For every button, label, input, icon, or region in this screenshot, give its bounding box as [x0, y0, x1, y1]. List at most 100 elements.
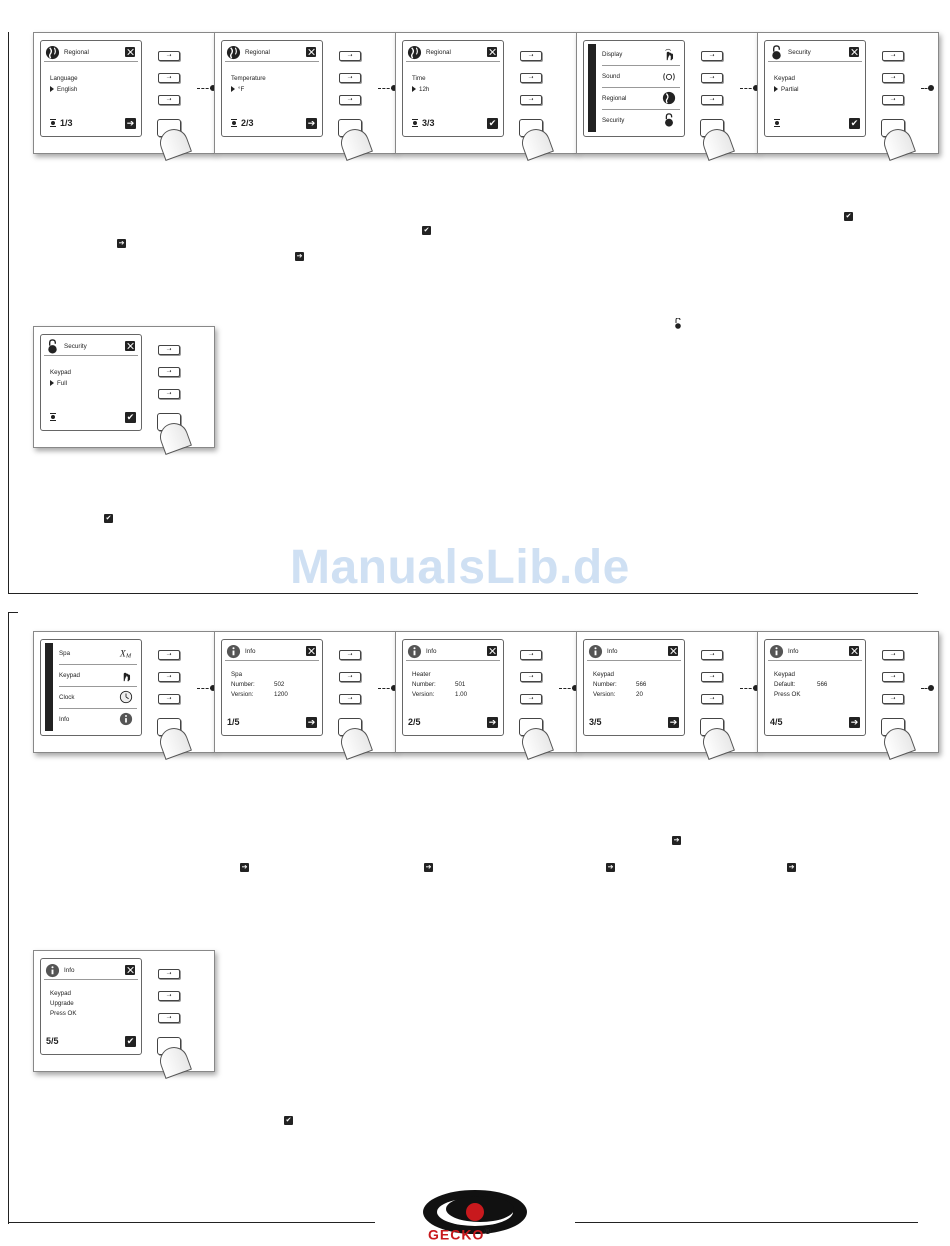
info-line-3-label: Version:	[231, 691, 254, 698]
keypad-button-2[interactable]: ➝	[520, 73, 542, 83]
next-arrow-icon[interactable]: ➔	[849, 717, 860, 728]
keypad-button-3[interactable]: ➝	[339, 694, 361, 704]
keypad-button-3[interactable]: ➝	[520, 95, 542, 105]
keypad-button-2[interactable]: ➝	[701, 73, 723, 83]
menu-item-security[interactable]: Security	[602, 110, 680, 131]
next-arrow-icon: ➔	[424, 863, 433, 872]
keypad-panel-info-5: Info Keypad Upgrade Press OK 5/5 ✔ ➝ ➝ ➝	[33, 950, 215, 1079]
keypad-button-1[interactable]: ➝	[701, 51, 723, 61]
page-indicator: 1/3	[50, 118, 73, 128]
checkmark-icon[interactable]: ✔	[125, 412, 136, 423]
keypad-button-3[interactable]: ➝	[701, 694, 723, 704]
info-line-3-label: Press OK	[774, 691, 801, 698]
info-line-3-value: 1.00	[455, 691, 468, 698]
keypad-panel-security-partial: Security Keypad Partial ✔ ➝ ➝ ➝	[757, 32, 939, 161]
keypad-button-1[interactable]: ➝	[339, 650, 361, 660]
hand-touch-icon	[123, 672, 131, 682]
page-indicator	[774, 118, 784, 128]
keypad-button-1[interactable]: ➝	[520, 650, 542, 660]
close-icon[interactable]	[487, 646, 497, 656]
setting-value[interactable]: Partial	[774, 86, 799, 93]
screen-title: Info	[607, 648, 618, 655]
keypad-button-1[interactable]: ➝	[158, 650, 180, 660]
left-border-bottom	[8, 612, 9, 1224]
lcd-screen: Regional Language English 1/3 ➔	[40, 40, 142, 137]
keypad-button-2[interactable]: ➝	[339, 672, 361, 682]
keypad-button-1[interactable]: ➝	[882, 51, 904, 61]
close-icon[interactable]	[125, 341, 135, 351]
keypad-button-1[interactable]: ➝	[339, 51, 361, 61]
menu-item-info[interactable]: Info	[59, 709, 137, 730]
next-arrow-icon[interactable]: ➔	[306, 717, 317, 728]
screen-header: Regional	[225, 44, 319, 62]
menu-item-sound[interactable]: Sound	[602, 66, 680, 88]
close-icon[interactable]	[306, 646, 316, 656]
keypad-panel-time: Regional Time 12h 3/3 ✔ ➝ ➝ ➝	[395, 32, 577, 161]
keypad-button-3[interactable]: ➝	[158, 694, 180, 704]
menu-item-regional[interactable]: Regional	[602, 88, 680, 110]
next-arrow-icon[interactable]: ➔	[487, 717, 498, 728]
keypad-button-2[interactable]: ➝	[158, 73, 180, 83]
next-arrow-icon[interactable]: ➔	[125, 118, 136, 129]
keypad-button-3[interactable]: ➝	[158, 95, 180, 105]
menu-item-clock[interactable]: Clock	[59, 687, 137, 709]
keypad-button-1[interactable]: ➝	[701, 650, 723, 660]
info-line-3-label: Version:	[412, 691, 435, 698]
keypad-button-3[interactable]: ➝	[882, 95, 904, 105]
globe-icon	[407, 45, 422, 60]
step-connector	[921, 85, 934, 91]
next-arrow-icon[interactable]: ➔	[668, 717, 679, 728]
close-icon[interactable]	[668, 646, 678, 656]
keypad-button-1[interactable]: ➝	[158, 969, 180, 979]
info-line-1: Spa	[231, 671, 243, 678]
keypad-button-2[interactable]: ➝	[158, 672, 180, 682]
triangle-right-icon	[774, 86, 778, 93]
keypad-button-2[interactable]: ➝	[882, 73, 904, 83]
setting-value[interactable]: Full	[50, 380, 67, 387]
setting-value[interactable]: English	[50, 86, 77, 93]
checkmark-icon[interactable]: ✔	[849, 118, 860, 129]
padlock-icon	[665, 113, 673, 127]
keypad-button-2[interactable]: ➝	[339, 73, 361, 83]
left-border-top	[8, 32, 9, 594]
screen-title: Regional	[245, 49, 270, 56]
checkmark-icon: ✔	[844, 212, 853, 221]
keypad-button-3[interactable]: ➝	[701, 95, 723, 105]
keypad-button-2[interactable]: ➝	[158, 991, 180, 1001]
keypad-button-1[interactable]: ➝	[158, 345, 180, 355]
close-icon[interactable]	[125, 965, 135, 975]
checkmark-icon[interactable]: ✔	[487, 118, 498, 129]
setting-value[interactable]: 12h	[412, 86, 429, 93]
keypad-button-3[interactable]: ➝	[158, 1013, 180, 1023]
keypad-button-2[interactable]: ➝	[520, 672, 542, 682]
info-line-2-value: 501	[455, 681, 466, 688]
close-icon[interactable]	[849, 47, 859, 57]
keypad-buttons: ➝ ➝ ➝	[156, 632, 208, 760]
checkmark-icon[interactable]: ✔	[125, 1036, 136, 1047]
keypad-button-3[interactable]: ➝	[882, 694, 904, 704]
close-icon[interactable]	[849, 646, 859, 656]
keypad-button-1[interactable]: ➝	[882, 650, 904, 660]
setting-value[interactable]: °F	[231, 86, 244, 93]
lcd-screen: Regional Temperature °F 2/3 ➔	[221, 40, 323, 137]
screen-title: Security	[788, 49, 811, 56]
setting-label: Keypad	[774, 75, 795, 82]
next-arrow-icon: ➔	[606, 863, 615, 872]
keypad-button-2[interactable]: ➝	[882, 672, 904, 682]
keypad-button-3[interactable]: ➝	[158, 389, 180, 399]
keypad-button-2[interactable]: ➝	[701, 672, 723, 682]
next-arrow-icon[interactable]: ➔	[306, 118, 317, 129]
menu-item-keypad[interactable]: Keypad	[59, 665, 137, 687]
close-icon[interactable]	[125, 47, 135, 57]
keypad-button-1[interactable]: ➝	[158, 51, 180, 61]
menu-item-display[interactable]: Display	[602, 44, 680, 66]
keypad-button-2[interactable]: ➝	[158, 367, 180, 377]
keypad-button-3[interactable]: ➝	[339, 95, 361, 105]
keypad-buttons: ➝ ➝ ➝	[156, 951, 208, 1079]
keypad-button-3[interactable]: ➝	[520, 694, 542, 704]
keypad-button-1[interactable]: ➝	[520, 51, 542, 61]
close-icon[interactable]	[487, 47, 497, 57]
close-icon[interactable]	[306, 47, 316, 57]
